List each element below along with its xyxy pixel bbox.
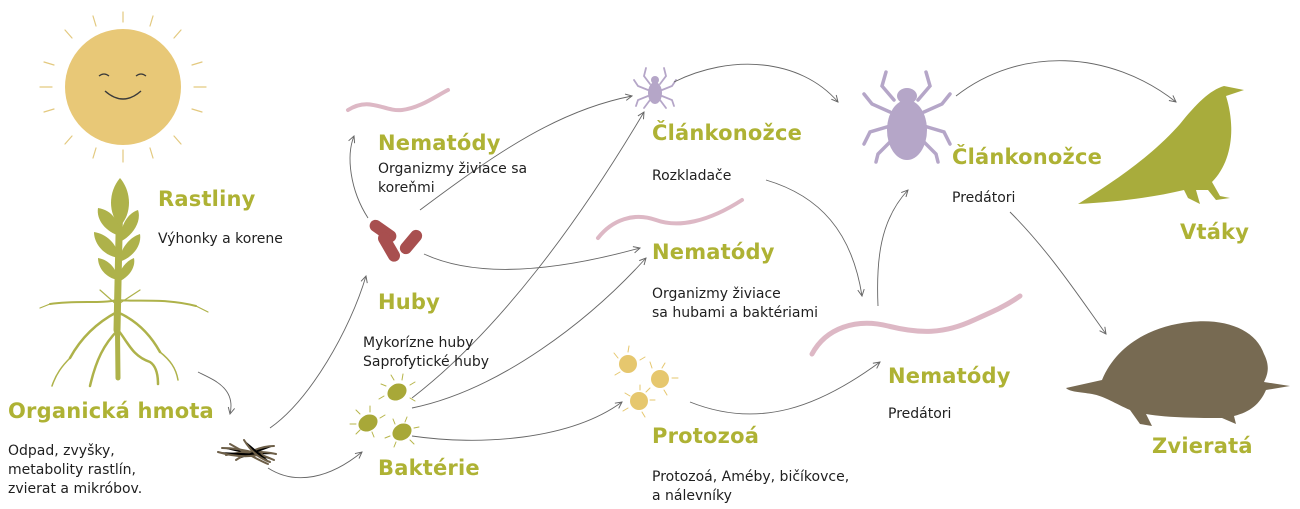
sun-icon — [40, 12, 206, 162]
clankonozce2-desc: Predátori — [952, 189, 1015, 208]
nematody1-desc: Organizmy živiace sa koreňmi — [378, 160, 527, 198]
arrow-arthropod1-to-nematodes3 — [766, 180, 862, 296]
clankonozce1-desc: Rozkladače — [652, 167, 731, 186]
arrow-protozoa-to-nematodes3 — [690, 362, 880, 414]
arrow-fungi-to-nematodes2 — [424, 248, 640, 269]
protozoa-title: Protozoá — [652, 424, 759, 448]
nematode-icon-2 — [598, 200, 742, 238]
arthropod-icon-small — [634, 68, 676, 108]
huby-title: Huby — [378, 290, 440, 314]
mole-icon — [1066, 321, 1290, 426]
nematody1-title: Nematódy — [378, 131, 501, 155]
vtaky-title: Vtáky — [1180, 220, 1249, 244]
nematody2-desc: Organizmy živiace sa hubami a baktériami — [652, 285, 818, 323]
organicka-title: Organická hmota — [8, 399, 214, 423]
arrow-arthropod2-to-mammals — [1010, 212, 1106, 334]
arrow-organic-to-bacteria — [268, 452, 362, 478]
rastliny-title: Rastliny — [158, 187, 256, 211]
zvierata-title: Zvieratá — [1152, 434, 1253, 458]
arrow-organic-to-fungi — [270, 276, 366, 428]
nematode-icon-1 — [348, 90, 448, 110]
organicka-desc: Odpad, zvyšky, metabolity rastlín, zvier… — [8, 442, 142, 499]
litter-icon — [218, 440, 276, 464]
clankonozce2-title: Článkonožce — [952, 145, 1102, 169]
nematode-icon-3 — [812, 296, 1020, 354]
rastliny-desc: Výhonky a korene — [158, 230, 283, 249]
fungi-icon — [367, 217, 424, 263]
arthropod-icon-large — [864, 72, 950, 162]
protozoa-icon — [614, 346, 678, 417]
arrow-fungi-to-nematodes1 — [350, 136, 368, 218]
nematody2-title: Nematódy — [652, 240, 775, 264]
bird-icon — [1078, 86, 1244, 204]
arrow-arthropod2-to-birds — [956, 61, 1176, 102]
protozoa-desc: Protozoá, Améby, bičíkovce, a nálevníky — [652, 468, 849, 506]
nematody3-desc: Predátori — [888, 405, 951, 424]
nematody3-title: Nematódy — [888, 364, 1011, 388]
bakterie-title: Baktérie — [378, 456, 480, 480]
huby-desc: Mykorízne huby Saprofytické huby — [363, 334, 489, 372]
arrow-arthropod1-to-arthropod2 — [674, 64, 838, 102]
bacteria-icon — [350, 374, 419, 447]
clankonozce1-title: Článkonožce — [652, 121, 802, 145]
arrow-nematodes2-to-arthropod2 — [878, 190, 908, 306]
arrow-bacteria-to-protozoa — [412, 402, 622, 440]
